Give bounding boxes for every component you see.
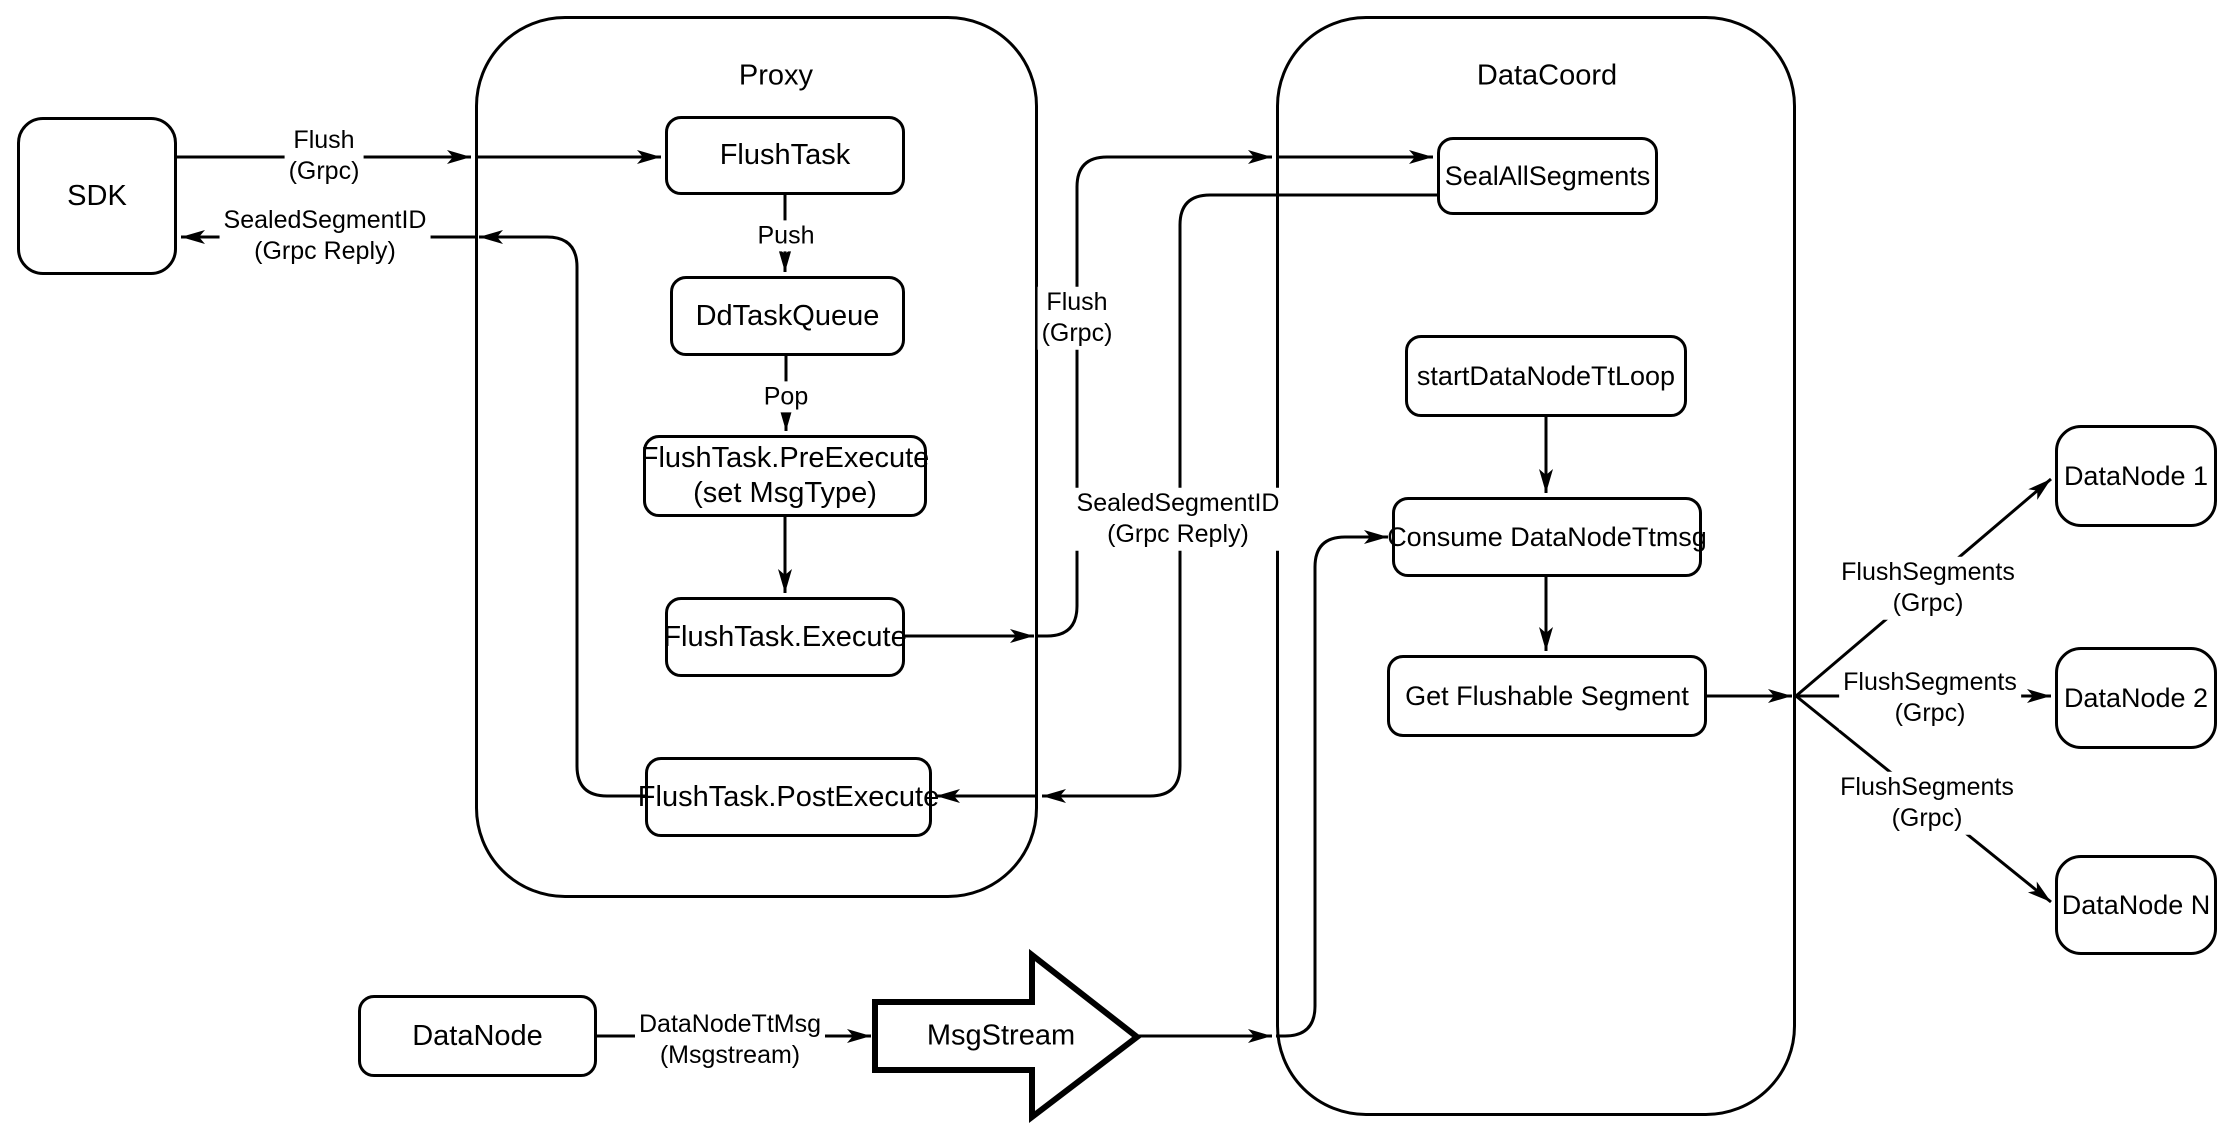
edge-label-datanodettmsg: DataNodeTtMsg (Msgstream): [634, 1008, 826, 1072]
node-flushtask-execute-label: FlushTask.Execute: [663, 620, 907, 653]
node-flushtask-label: FlushTask: [719, 139, 851, 172]
edge-label-flush-grpc-datacoord: Flush (Grpc): [1037, 286, 1117, 350]
node-flushtask-postexecute-label: FlushTask.PostExecute: [637, 780, 940, 813]
node-consume-datanodettmsg: Consume DataNodeTtmsg: [1387, 497, 1707, 577]
container-title-proxy: Proxy: [738, 59, 814, 92]
node-datanode-2: DataNode 2: [2055, 647, 2217, 749]
node-sealallsegments: SealAllSegments: [1437, 137, 1658, 215]
node-flushtask-preexecute: FlushTask.PreExecute (set MsgType): [640, 435, 930, 517]
edge-flush-proxy-to-datacoord-border: [1038, 150, 1272, 638]
node-sdk-label: SDK: [67, 179, 127, 212]
container-title-datacoord: DataCoord: [1476, 59, 1618, 92]
node-datanode-1: DataNode 1: [2055, 425, 2217, 527]
node-flushtask-postexecute: FlushTask.PostExecute: [638, 757, 939, 837]
node-sdk: SDK: [17, 117, 177, 275]
node-datanode: DataNode: [358, 995, 597, 1077]
node-ddtaskqueue-label: DdTaskQueue: [695, 299, 880, 332]
edge-label-flush-grpc-sdk: Flush (Grpc): [284, 124, 364, 188]
node-get-flushable-segment-label: Get Flushable Segment: [1405, 680, 1689, 711]
node-datanode-2-label: DataNode 2: [2063, 682, 2209, 713]
msgstream-label: MsgStream: [926, 1019, 1076, 1052]
node-datanode-n-label: DataNode N: [2061, 889, 2211, 920]
edge-label-flushsegments-1: FlushSegments (Grpc): [1837, 556, 2019, 620]
edge-label-flushsegments-2: FlushSegments (Grpc): [1839, 666, 2021, 730]
edge-label-sealedsegmentid-reply: SealedSegmentID (Grpc Reply): [1072, 487, 1284, 551]
edge-label-push: Push: [753, 220, 819, 252]
node-consume-datanodettmsg-label: Consume DataNodeTtmsg: [1387, 521, 1707, 552]
node-startdatanodettloop: startDataNodeTtLoop: [1405, 335, 1687, 417]
node-datanode-1-label: DataNode 1: [2063, 460, 2209, 491]
node-datanode-label: DataNode: [412, 1019, 543, 1052]
node-sealallsegments-label: SealAllSegments: [1444, 160, 1651, 191]
edge-label-flushsegments-n: FlushSegments (Grpc): [1836, 771, 2018, 835]
node-datanode-n: DataNode N: [2055, 855, 2217, 955]
node-ddtaskqueue: DdTaskQueue: [670, 276, 905, 356]
node-get-flushable-segment: Get Flushable Segment: [1387, 655, 1707, 737]
edge-label-pop: Pop: [759, 381, 813, 413]
node-flushtask-execute: FlushTask.Execute: [663, 597, 907, 677]
node-startdatanodettloop-label: startDataNodeTtLoop: [1416, 360, 1676, 391]
container-proxy: [475, 16, 1038, 898]
node-flushtask-preexecute-sublabel: (set MsgType): [693, 477, 877, 509]
edge-label-sealedsegmentid-sdk: SealedSegmentID (Grpc Reply): [219, 204, 431, 268]
node-flushtask: FlushTask: [665, 116, 905, 195]
node-flushtask-preexecute-label: FlushTask.PreExecute: [640, 442, 930, 475]
